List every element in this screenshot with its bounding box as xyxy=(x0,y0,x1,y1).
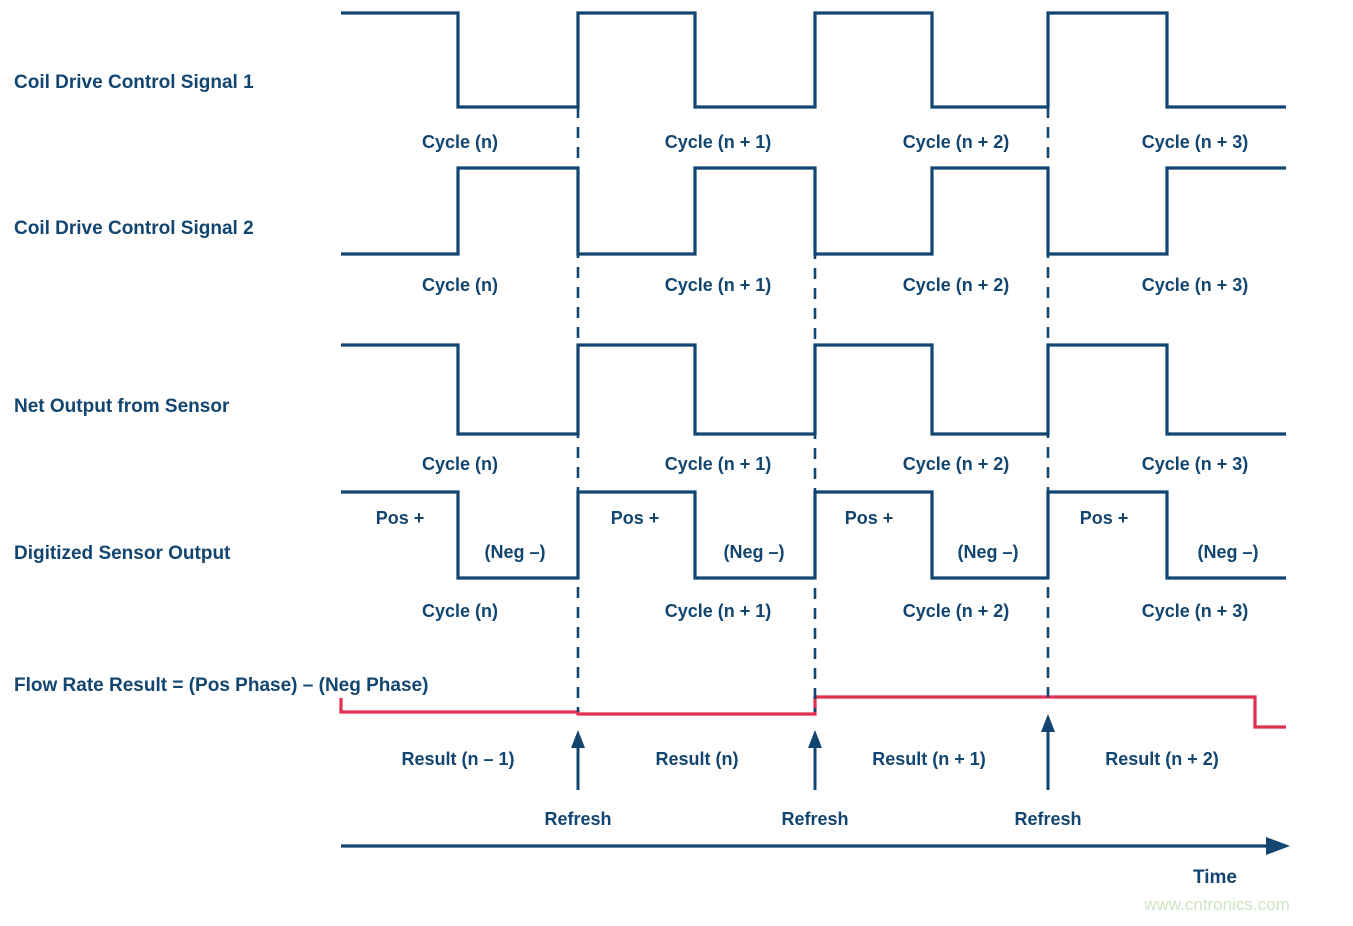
state-label-neg-2: (Neg –) xyxy=(957,542,1018,562)
cycle-label-row1-2: Cycle (n + 2) xyxy=(903,132,1010,152)
cycle-label-row1-1: Cycle (n + 1) xyxy=(665,132,772,152)
time-axis-label: Time xyxy=(1193,867,1237,888)
result-label-1: Result (n) xyxy=(656,749,739,769)
cycle-label-row1-0: Cycle (n) xyxy=(422,132,498,152)
watermark-text: www.cntronics.com xyxy=(1143,895,1289,914)
refresh-arrow-head-2 xyxy=(808,730,822,748)
result-label-2: Result (n + 1) xyxy=(872,749,986,769)
state-label-neg-3: (Neg –) xyxy=(1197,542,1258,562)
state-label-pos-3: Pos + xyxy=(1080,508,1129,528)
refresh-label-3: Refresh xyxy=(1014,809,1081,829)
state-label-pos-1: Pos + xyxy=(611,508,660,528)
waveform-flow-rate-result xyxy=(339,695,1286,729)
refresh-arrow-head-1 xyxy=(571,730,585,748)
waveform-coil-drive-2 xyxy=(341,166,1286,256)
waveform-coil-drive-1 xyxy=(341,11,1286,109)
row-label-net-output: Net Output from Sensor xyxy=(14,396,230,417)
state-label-neg-1: (Neg –) xyxy=(723,542,784,562)
refresh-marker-3: Refresh xyxy=(1014,714,1082,829)
cycle-label-row2-1: Cycle (n + 1) xyxy=(665,275,772,295)
time-axis: Time xyxy=(341,837,1290,888)
refresh-label-2: Refresh xyxy=(781,809,848,829)
cycle-label-row2-3: Cycle (n + 3) xyxy=(1142,275,1249,295)
cycle-label-row4-1: Cycle (n + 1) xyxy=(665,601,772,621)
cycle-label-row3-0: Cycle (n) xyxy=(422,454,498,474)
row-label-flow-rate: Flow Rate Result = (Pos Phase) – (Neg Ph… xyxy=(14,675,428,696)
state-label-pos-2: Pos + xyxy=(845,508,894,528)
cycle-label-row3-2: Cycle (n + 2) xyxy=(903,454,1010,474)
state-label-neg-0: (Neg –) xyxy=(484,542,545,562)
cycle-label-row1-3: Cycle (n + 3) xyxy=(1142,132,1249,152)
state-label-pos-0: Pos + xyxy=(376,508,425,528)
cycle-label-row2-0: Cycle (n) xyxy=(422,275,498,295)
result-label-3: Result (n + 2) xyxy=(1105,749,1219,769)
cycle-label-row3-1: Cycle (n + 1) xyxy=(665,454,772,474)
refresh-label-1: Refresh xyxy=(544,809,611,829)
cycle-label-row4-0: Cycle (n) xyxy=(422,601,498,621)
waveform-digitized xyxy=(341,490,1286,580)
cycle-label-row4-2: Cycle (n + 2) xyxy=(903,601,1010,621)
time-axis-arrow-head xyxy=(1266,837,1290,855)
waveform-net-output xyxy=(341,343,1286,436)
cycle-label-row2-2: Cycle (n + 2) xyxy=(903,275,1010,295)
refresh-marker-1: Refresh xyxy=(544,730,612,829)
refresh-marker-2: Refresh xyxy=(781,730,849,829)
row-label-digitized: Digitized Sensor Output xyxy=(14,543,231,564)
result-label-0: Result (n – 1) xyxy=(401,749,514,769)
cycle-label-row4-3: Cycle (n + 3) xyxy=(1142,601,1249,621)
row-label-coil-drive-2: Coil Drive Control Signal 2 xyxy=(14,218,254,239)
row-label-coil-drive-1: Coil Drive Control Signal 1 xyxy=(14,72,254,93)
refresh-arrow-head-3 xyxy=(1041,714,1055,732)
cycle-label-row3-3: Cycle (n + 3) xyxy=(1142,454,1249,474)
